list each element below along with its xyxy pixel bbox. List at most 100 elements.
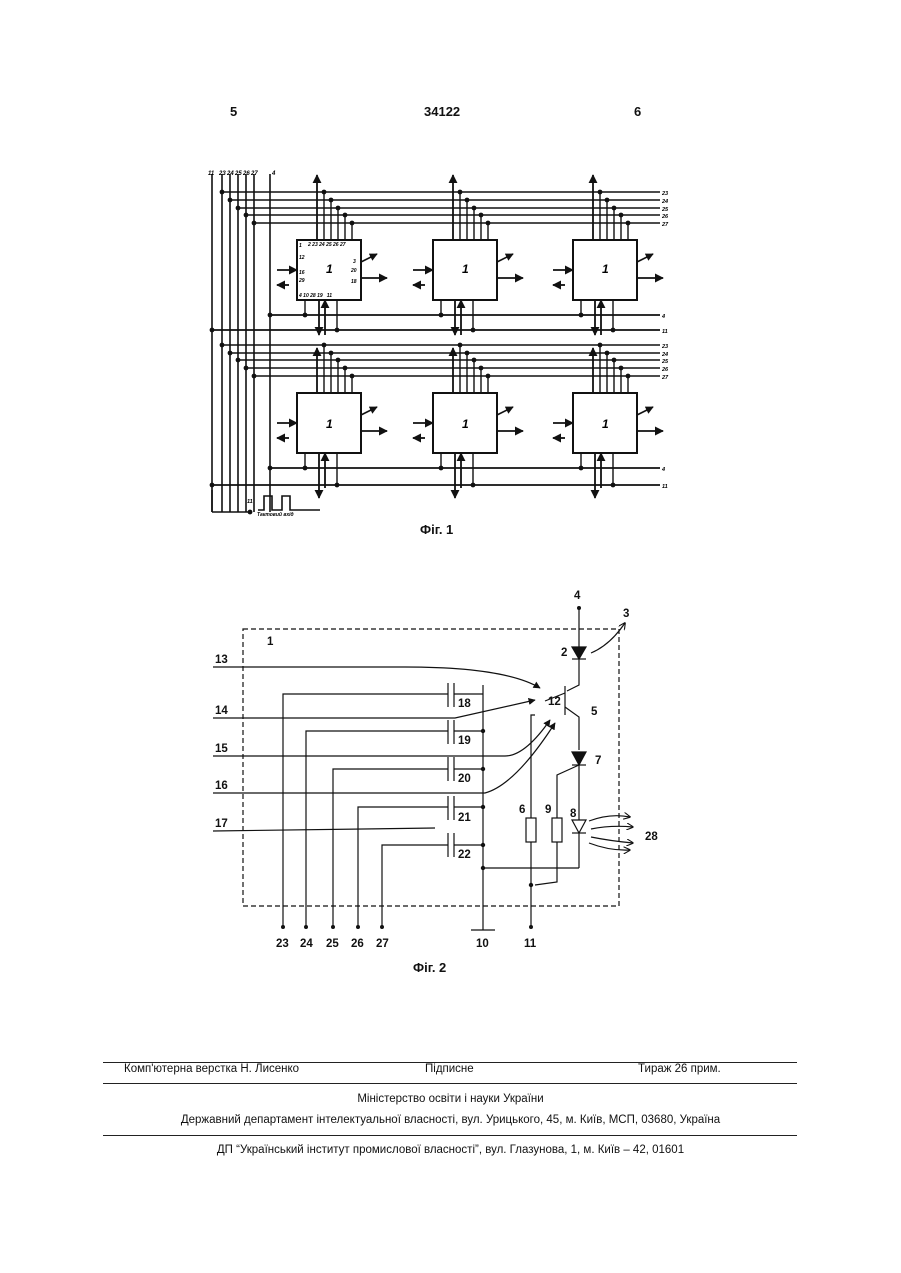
fig2-input-label: 17 (215, 818, 228, 830)
footer-rule-mid (103, 1083, 797, 1084)
fig1-junction (619, 366, 624, 371)
fig1-junction (220, 190, 225, 195)
patent-number: 34122 (424, 104, 460, 119)
fig1-junction (612, 206, 617, 211)
fig1-junction (228, 351, 233, 356)
fig2-diode-label: 7 (595, 755, 601, 767)
fig1-right-label: 25 (661, 207, 669, 213)
fig1-bus-label: 4 (271, 171, 276, 177)
fig1-junction (579, 466, 584, 471)
fig1-junction (598, 343, 603, 348)
fig1-block-label: 1 (602, 262, 609, 276)
fig1-junction (626, 221, 631, 226)
fig1-clock-waveform (258, 496, 298, 510)
fig2-arrow-label: 3 (623, 608, 629, 620)
fig1-junction (439, 313, 444, 318)
fig1-junction (605, 198, 610, 203)
fig1-junction (479, 213, 484, 218)
fig1-pin-label: 1 (299, 243, 302, 249)
fig1-junction (335, 483, 340, 488)
fig1-pin-label: 2 23 24 25 26 27 (307, 242, 346, 248)
fig1-bus-label: 25 (234, 171, 242, 177)
fig1-junction (210, 328, 215, 333)
fig2-terminal-label: 25 (326, 938, 339, 950)
fig1-junction (248, 510, 253, 515)
fig2-resistor-label: 6 (519, 804, 525, 816)
fig1-right-label: 4 (661, 467, 665, 473)
fig2-input-label: 14 (215, 705, 228, 717)
figure-2-caption: Фіг. 2 (413, 960, 446, 975)
fig1-junction (335, 328, 340, 333)
fig1-junction (471, 483, 476, 488)
fig1-junction (303, 466, 308, 471)
fig1-junction (472, 206, 477, 211)
left-page-number: 5 (230, 104, 237, 119)
fig1-bus-label: 24 (226, 171, 234, 177)
fig1-bus-label: 27 (250, 171, 258, 177)
fig1-junction (486, 221, 491, 226)
fig2-terminal-label: 27 (376, 938, 389, 950)
fig1-right-label: 23 (661, 344, 668, 350)
fig1-junction (336, 206, 341, 211)
fig1-junction (465, 351, 470, 356)
fig1-clock-label: Тактовий вхід (257, 511, 294, 518)
fig2-block-label: 1 (267, 636, 274, 648)
fig1-junction (244, 213, 249, 218)
fig1-junction (626, 374, 631, 379)
fig1-junction (465, 198, 470, 203)
fig2-capacitor-label: 19 (458, 735, 471, 747)
fig1-junction (598, 190, 603, 195)
fig1-junction (611, 328, 616, 333)
fig2-resistor-label: 9 (545, 804, 551, 816)
fig1-junction (236, 206, 241, 211)
fig1-junction (343, 366, 348, 371)
footer-layout: Комп'ютерна верстка Н. Лисенко (124, 1063, 299, 1075)
footer-run: Тираж 26 прим. (638, 1063, 721, 1075)
fig1-clock-node: 11 (247, 499, 253, 505)
fig2-diode-label: 2 (561, 647, 567, 659)
fig1-block-label: 1 (326, 417, 333, 431)
fig1-junction (486, 374, 491, 379)
fig1-bus-label: 26 (242, 171, 250, 177)
figure-1-block-matrix: 11 23 24 25 26 27 4 23 24 25 26 27 4 11 … (200, 160, 680, 522)
fig1-pin-label: 16 (299, 270, 305, 276)
fig2-terminal-label: 26 (351, 938, 364, 950)
fig1-block-label: 1 (462, 417, 469, 431)
fig1-junction (252, 221, 257, 226)
fig1-bus-label: 11 (208, 171, 215, 177)
footer-department: Державний департамент інтелектуальної вл… (0, 1114, 901, 1126)
fig1-junction (472, 358, 477, 363)
fig1-junction (268, 466, 273, 471)
fig1-wire (361, 407, 377, 415)
fig1-block-label: 1 (462, 262, 469, 276)
fig2-capacitor-label: 18 (458, 698, 471, 710)
footer-rule-bottom (103, 1135, 797, 1136)
fig1-junction (439, 466, 444, 471)
fig1-wire (497, 254, 513, 262)
footer-signed: Підписне (425, 1063, 474, 1075)
fig2-input-label: 15 (215, 743, 228, 755)
fig2-capacitor-label: 22 (458, 849, 471, 861)
footer-ministry: Міністерство освіти і науки України (0, 1093, 901, 1105)
fig1-junction (605, 351, 610, 356)
fig1-right-label: 27 (661, 375, 669, 381)
fig1-bus-label: 23 (218, 171, 226, 177)
fig2-dashed-boundary (243, 629, 619, 906)
fig2-terminal-label: 24 (300, 938, 313, 950)
fig1-right-label: 11 (662, 329, 668, 335)
fig1-right-label: 23 (661, 191, 668, 197)
fig1-block-label: 1 (326, 262, 333, 276)
fig1-junction (228, 198, 233, 203)
fig1-pin-label: 4 10 28 19 11 (298, 293, 332, 299)
fig2-transistor-label: 5 (591, 706, 598, 718)
fig1-junction (612, 358, 617, 363)
fig1-junction (252, 374, 257, 379)
fig2-transistor-base-label: 12 (548, 696, 561, 708)
fig1-wire (361, 254, 377, 262)
fig1-junction (350, 374, 355, 379)
fig1-junction (458, 343, 463, 348)
fig1-junction (322, 343, 327, 348)
fig1-pin-label: 12 (299, 255, 305, 261)
fig1-right-label: 25 (661, 359, 669, 365)
fig2-capacitor-label: 20 (458, 773, 471, 785)
